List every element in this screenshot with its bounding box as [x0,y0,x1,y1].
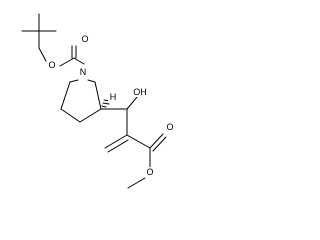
boc-carbamate [59,45,85,67]
pyrrolidine-ring [60,79,102,123]
chemical-structure: O O N H OH O O [21,13,175,189]
tert-butyl-group [21,13,57,62]
carbinol-to-hydroxyl-bond [126,96,138,110]
ether-oxygen-to-carbonyl-bond [59,57,75,67]
side-chain [100,96,167,189]
methylene-double-bond-b [107,139,129,153]
hydroxyl-label: OH [133,87,147,97]
hash-line-1 [101,105,107,108]
ester-ether-oxygen-label: O [146,167,153,177]
ether-oxygen-to-methyl-bond [127,177,146,189]
tbu-to-oxygen-bond [38,47,47,62]
ring-nitrogen-label: N [80,67,87,77]
stereo-hydrogen-label: H [110,92,117,102]
ester-carbonyl-double-bond-a [149,133,164,149]
boc-ether-oxygen-label: O [48,60,55,70]
alkene-to-ester-bond [126,134,151,149]
ring-bond-n-c2 [60,81,71,110]
ester-carbonyl-double-bond-b [152,136,167,152]
ring-bond-c3-c4 [79,108,102,123]
hash-line-2 [102,102,110,105]
ring-bond-c4-c5 [94,81,102,110]
ring-bond-c2-c3 [60,108,81,123]
nitrogen-to-ring-carbon-bond [69,79,79,83]
ester-carbonyl-oxygen-label: O [166,122,173,132]
methylene-double-bond-a [104,134,128,149]
ring-bond-c5-n [87,79,96,83]
boc-carbonyl-oxygen-label: O [81,34,88,44]
atom-labels: O O N H OH O O [47,34,175,177]
carbonyl-to-nitrogen-bond [73,57,85,65]
